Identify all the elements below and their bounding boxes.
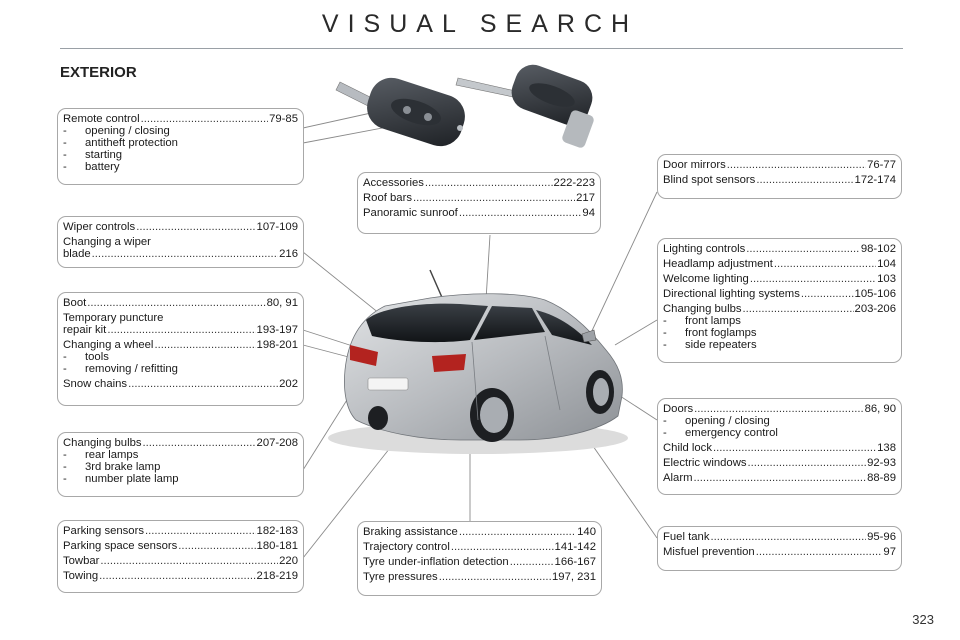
sub-item: -number plate lamp <box>63 473 179 485</box>
index-row[interactable]: Accessories222-223 <box>363 177 595 189</box>
index-row[interactable]: Panoramic sunroof94 <box>363 207 595 219</box>
sub-item: -front lamps <box>663 315 741 327</box>
doors-box: Doors86, 90 -opening / closing -emergenc… <box>657 398 902 495</box>
sub-item: -opening / closing <box>663 415 770 427</box>
index-row[interactable]: Trajectory control141-142 <box>363 541 596 553</box>
index-row[interactable]: Parking sensors182-183 <box>63 525 298 537</box>
index-row[interactable]: Doors86, 90 <box>663 403 896 415</box>
sub-item: -emergency control <box>663 427 778 439</box>
index-row[interactable]: Directional lighting systems105-106 <box>663 288 896 300</box>
sub-item: -antitheft protection <box>63 137 178 149</box>
sub-item: -rear lamps <box>63 449 139 461</box>
index-row[interactable]: Tyre under-inflation detection166-167 <box>363 556 596 568</box>
index-row[interactable]: Child lock138 <box>663 442 896 454</box>
sub-item: -opening / closing <box>63 125 170 137</box>
index-row[interactable]: blade216 <box>63 248 298 260</box>
rear-bulbs-box: Changing bulbs207-208 -rear lamps -3rd b… <box>57 432 304 497</box>
sub-item: -tools <box>63 351 109 363</box>
lighting-box: Lighting controls98-102 Headlamp adjustm… <box>657 238 902 363</box>
index-row[interactable]: repair kit193-197 <box>63 324 298 336</box>
key-fob-open-icon <box>455 64 594 148</box>
fuel-box: Fuel tank95-96 Misfuel prevention97 <box>657 526 902 571</box>
index-row[interactable]: Tyre pressures197, 231 <box>363 571 596 583</box>
entry-text: Changing a wiper <box>63 236 151 248</box>
section-heading: EXTERIOR <box>60 64 137 81</box>
index-row[interactable]: Towbar220 <box>63 555 298 567</box>
parking-box: Parking sensors182-183 Parking space sen… <box>57 520 304 593</box>
index-row[interactable]: Remote control 79-85 <box>63 113 298 125</box>
index-row[interactable]: Misfuel prevention97 <box>663 546 896 558</box>
door-mirrors-box: Door mirrors76-77 Blind spot sensors172-… <box>657 154 902 199</box>
index-row[interactable]: Headlamp adjustment104 <box>663 258 896 270</box>
index-row[interactable]: Snow chains202 <box>63 378 298 390</box>
braking-box: Braking assistance140 Trajectory control… <box>357 521 602 596</box>
sub-item: -3rd brake lamp <box>63 461 161 473</box>
car-illustration <box>328 269 628 454</box>
index-row[interactable]: Changing bulbs207-208 <box>63 437 298 449</box>
index-row[interactable]: Changing bulbs203-206 <box>663 303 896 315</box>
index-row[interactable]: Welcome lighting103 <box>663 273 896 285</box>
wiper-box: Wiper controls107-109 Changing a wiper b… <box>57 216 304 268</box>
index-row[interactable]: Towing218-219 <box>63 570 298 582</box>
boot-box: Boot80, 91 Temporary puncture repair kit… <box>57 292 304 406</box>
remote-control-box: Remote control 79-85 -opening / closing … <box>57 108 304 185</box>
key-fob-closed-icon <box>335 77 465 147</box>
index-row[interactable]: Lighting controls98-102 <box>663 243 896 255</box>
sub-item: -starting <box>63 149 123 161</box>
index-row[interactable]: Electric windows92-93 <box>663 457 896 469</box>
index-row[interactable]: Wiper controls107-109 <box>63 221 298 233</box>
accessories-box: Accessories222-223 Roof bars217 Panorami… <box>357 172 601 234</box>
title-divider <box>60 48 903 49</box>
entry-text: Temporary puncture <box>63 312 164 324</box>
index-row[interactable]: Parking space sensors180-181 <box>63 540 298 552</box>
index-row[interactable]: Fuel tank95-96 <box>663 531 896 543</box>
index-row[interactable]: Boot80, 91 <box>63 297 298 309</box>
index-row[interactable]: Changing a wheel198-201 <box>63 339 298 351</box>
page-number: 323 <box>912 612 934 627</box>
sub-item: -removing / refitting <box>63 363 178 375</box>
index-row[interactable]: Braking assistance140 <box>363 526 596 538</box>
page-title: VISUAL SEARCH <box>321 10 639 38</box>
index-row[interactable]: Roof bars217 <box>363 192 595 204</box>
sub-item: -battery <box>63 161 120 173</box>
sub-item: -side repeaters <box>663 339 757 351</box>
sub-item: -front foglamps <box>663 327 757 339</box>
index-row[interactable]: Blind spot sensors172-174 <box>663 174 896 186</box>
index-row[interactable]: Alarm88-89 <box>663 472 896 484</box>
index-row[interactable]: Door mirrors76-77 <box>663 159 896 171</box>
